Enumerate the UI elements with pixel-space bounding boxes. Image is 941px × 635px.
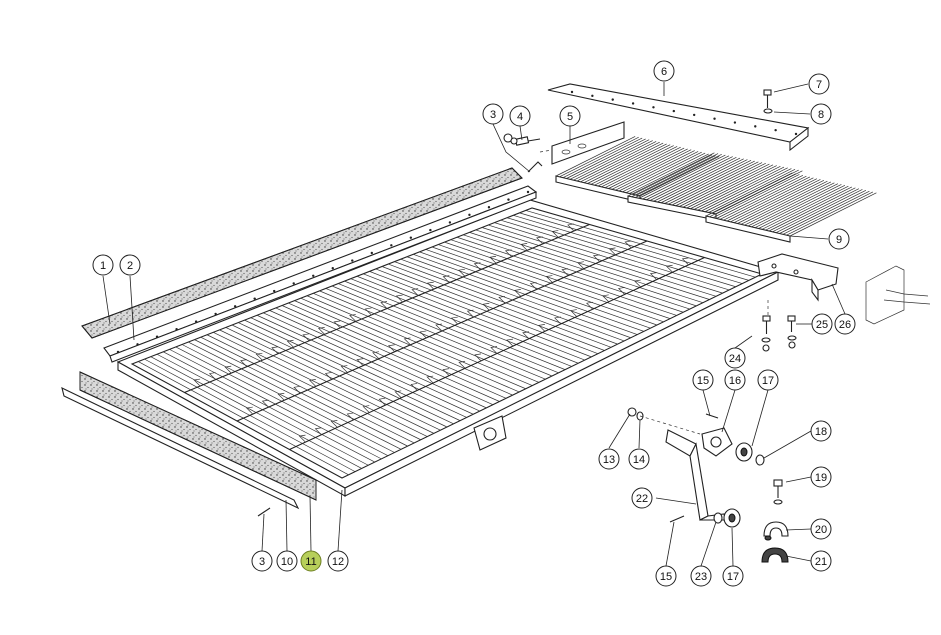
front-strips bbox=[61, 371, 317, 510]
pin-part-15-top bbox=[705, 413, 719, 419]
clip-part-3-bottom bbox=[257, 507, 271, 517]
callout-label: 26 bbox=[839, 319, 851, 331]
callout-label: 16 bbox=[729, 375, 741, 387]
callout-23[interactable]: 23 bbox=[690, 565, 712, 587]
callout-6[interactable]: 6 bbox=[653, 60, 675, 82]
washer-part-18 bbox=[755, 454, 765, 466]
bolt-part-25 bbox=[787, 315, 797, 349]
clip-part-3-top bbox=[527, 161, 543, 173]
washer-part-8 bbox=[763, 108, 773, 114]
callout-18[interactable]: 18 bbox=[810, 420, 832, 442]
callout-9[interactable]: 9 bbox=[828, 228, 850, 250]
callout-26[interactable]: 26 bbox=[834, 313, 856, 335]
alignment-lines bbox=[539, 149, 769, 435]
callout-10[interactable]: 10 bbox=[276, 550, 298, 572]
finger-sieve-panels bbox=[555, 136, 877, 243]
callout-label: 10 bbox=[281, 556, 293, 568]
callout-label: 4 bbox=[517, 111, 523, 123]
callout-14[interactable]: 14 bbox=[628, 448, 650, 470]
callout-3-bottom[interactable]: 3 bbox=[251, 550, 273, 572]
callout-label: 15 bbox=[660, 571, 672, 583]
callout-label: 1 bbox=[100, 260, 106, 272]
callout-1[interactable]: 1 bbox=[92, 254, 114, 276]
rear-rail bbox=[103, 185, 538, 363]
callout-label: 8 bbox=[818, 109, 824, 121]
pin-part-15-bottom bbox=[669, 515, 685, 523]
callout-label: 18 bbox=[815, 426, 827, 438]
callout-2[interactable]: 2 bbox=[119, 254, 141, 276]
top-cover-part-6 bbox=[547, 83, 810, 152]
callout-5[interactable]: 5 bbox=[559, 105, 581, 127]
callout-label: 2 bbox=[127, 260, 133, 272]
callout-label: 25 bbox=[816, 319, 828, 331]
bushing-part-17-top bbox=[735, 442, 753, 462]
bushing-part-17-bottom bbox=[723, 508, 741, 528]
callout-label: 11 bbox=[305, 556, 316, 568]
bolt-part-7 bbox=[763, 89, 772, 108]
washer-part-23 bbox=[713, 512, 723, 524]
clamp-part-21 bbox=[761, 547, 789, 563]
callout-20[interactable]: 20 bbox=[810, 518, 832, 540]
callout-label: 3 bbox=[259, 556, 265, 568]
callout-label: 17 bbox=[762, 375, 774, 387]
plate-part-5 bbox=[551, 121, 625, 165]
callout-label: 6 bbox=[661, 66, 667, 78]
callout-label: 17 bbox=[727, 571, 739, 583]
bolt-part-24 bbox=[761, 315, 771, 352]
bracket-part-26 bbox=[757, 253, 839, 302]
callout-8[interactable]: 8 bbox=[810, 103, 832, 125]
callout-label: 23 bbox=[695, 571, 707, 583]
callout-label: 12 bbox=[332, 556, 344, 568]
callout-3-top[interactable]: 3 bbox=[482, 103, 504, 125]
callout-24[interactable]: 24 bbox=[724, 347, 746, 369]
clamp-part-20 bbox=[763, 521, 789, 541]
callout-13[interactable]: 13 bbox=[598, 448, 620, 470]
callout-label: 22 bbox=[636, 493, 648, 505]
rubber-strip-top bbox=[81, 167, 523, 339]
callout-label: 21 bbox=[815, 556, 827, 568]
callout-11[interactable]: 11 bbox=[300, 550, 322, 572]
callout-label: 7 bbox=[816, 79, 822, 91]
machine-side-stub bbox=[865, 265, 931, 325]
callout-17-bottom[interactable]: 17 bbox=[722, 565, 744, 587]
plate-part-16 bbox=[701, 427, 733, 457]
callout-label: 13 bbox=[603, 454, 615, 466]
sieve-frame bbox=[116, 199, 780, 497]
leader-lines bbox=[102, 82, 846, 567]
callout-15-top[interactable]: 15 bbox=[692, 369, 714, 391]
callout-label: 19 bbox=[815, 472, 827, 484]
callout-22[interactable]: 22 bbox=[631, 487, 653, 509]
callout-19[interactable]: 19 bbox=[810, 466, 832, 488]
sieve-dividers bbox=[184, 223, 705, 450]
callout-label: 9 bbox=[836, 234, 842, 246]
callout-15-bottom[interactable]: 15 bbox=[655, 565, 677, 587]
callout-25[interactable]: 25 bbox=[811, 313, 833, 335]
callout-label: 5 bbox=[567, 111, 573, 123]
callout-17-top[interactable]: 17 bbox=[757, 369, 779, 391]
callout-label: 15 bbox=[697, 375, 709, 387]
bolt-part-19 bbox=[773, 479, 783, 505]
callout-7[interactable]: 7 bbox=[808, 73, 830, 95]
bolt-part-4 bbox=[503, 133, 541, 146]
under-bracket bbox=[473, 415, 507, 451]
callout-4[interactable]: 4 bbox=[509, 105, 531, 127]
callout-label: 14 bbox=[633, 454, 645, 466]
callout-21[interactable]: 21 bbox=[810, 550, 832, 572]
callout-label: 20 bbox=[815, 524, 827, 536]
callout-12[interactable]: 12 bbox=[327, 550, 349, 572]
callout-16[interactable]: 16 bbox=[724, 369, 746, 391]
callout-label: 24 bbox=[729, 353, 741, 365]
callout-label: 3 bbox=[490, 109, 496, 121]
